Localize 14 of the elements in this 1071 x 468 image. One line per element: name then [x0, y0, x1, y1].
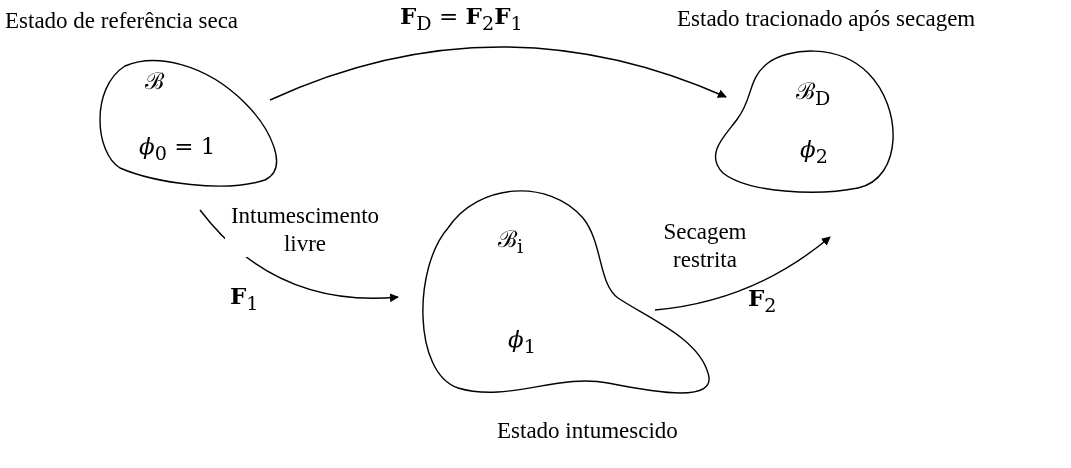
tensor-label: F$_{2}$: [748, 285, 777, 317]
state-heading: Estado de referência seca: [5, 8, 239, 35]
state-heading: Estado tracionado após secagem: [677, 6, 976, 33]
body-symbol: ℬ$_{D}$: [796, 78, 831, 110]
curved-arrow: [269, 46, 727, 101]
tensor-label: F$_{1}$: [230, 283, 259, 315]
porosity-value: ϕ$_{2}$: [800, 136, 828, 168]
state-heading: Estado intumescido: [497, 418, 678, 445]
curved-arrow: [199, 209, 399, 302]
curved-arrow: [654, 236, 831, 311]
body-symbol: ℬ$_{i}$: [498, 226, 524, 258]
porosity-value: ϕ$_{1}$: [508, 326, 536, 358]
body-symbol: ℬ: [145, 68, 164, 95]
porosity-value: ϕ$_{0}$ = 1: [139, 133, 216, 165]
